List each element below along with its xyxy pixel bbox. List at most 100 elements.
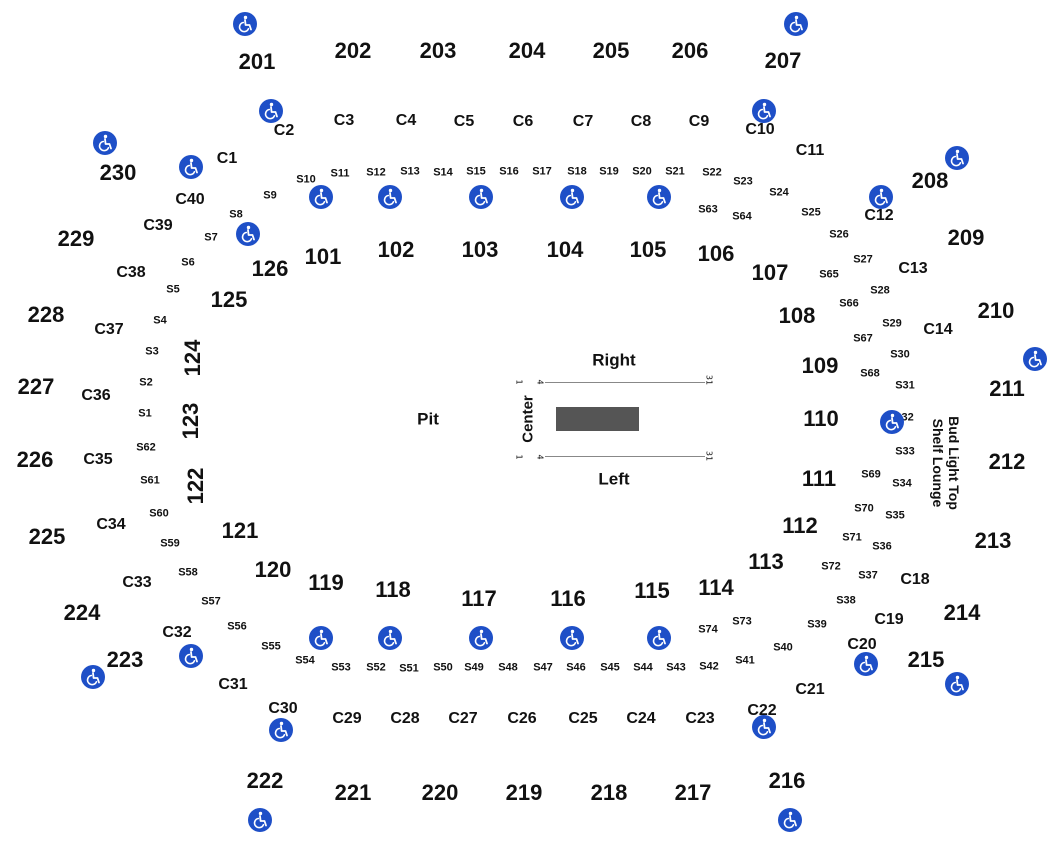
club-section-c14[interactable]: C14 <box>923 321 953 338</box>
suite-s29[interactable]: S29 <box>882 317 902 330</box>
club-section-c2[interactable]: C2 <box>273 122 295 139</box>
suite-s28[interactable]: S28 <box>870 284 890 297</box>
upper-section-219[interactable]: 219 <box>505 780 543 805</box>
suite-s52[interactable]: S52 <box>366 661 386 674</box>
suite-s58[interactable]: S58 <box>178 566 198 579</box>
suite-s73[interactable]: S73 <box>732 615 752 628</box>
lower-section-111[interactable]: 111 <box>801 466 837 491</box>
suite-s35[interactable]: S35 <box>885 509 905 522</box>
lower-section-120[interactable]: 120 <box>254 557 292 582</box>
suite-s7[interactable]: S7 <box>204 231 218 244</box>
upper-section-225[interactable]: 225 <box>28 524 66 549</box>
suite-s62[interactable]: S62 <box>136 441 156 454</box>
suite-s50[interactable]: S50 <box>433 661 453 674</box>
club-section-c12[interactable]: C12 <box>864 207 894 224</box>
suite-s47[interactable]: S47 <box>533 661 553 674</box>
lower-section-119[interactable]: 119 <box>308 570 344 595</box>
club-section-c21[interactable]: C21 <box>795 681 825 698</box>
club-section-c24[interactable]: C24 <box>626 710 656 727</box>
upper-section-210[interactable]: 210 <box>977 298 1015 323</box>
upper-section-203[interactable]: 203 <box>419 38 457 63</box>
upper-section-201[interactable]: 201 <box>238 49 276 74</box>
suite-s44[interactable]: S44 <box>633 661 653 674</box>
lower-section-106[interactable]: 106 <box>697 241 735 266</box>
upper-section-214[interactable]: 214 <box>943 600 981 625</box>
suite-s13[interactable]: S13 <box>400 165 420 178</box>
suite-s36[interactable]: S36 <box>872 540 892 553</box>
suite-s61[interactable]: S61 <box>140 474 160 487</box>
suite-s8[interactable]: S8 <box>229 208 243 221</box>
lower-section-125[interactable]: 125 <box>210 287 248 312</box>
lower-section-107[interactable]: 107 <box>751 260 789 285</box>
suite-s59[interactable]: S59 <box>160 537 180 550</box>
suite-s31[interactable]: S31 <box>895 379 915 392</box>
suite-s43[interactable]: S43 <box>666 661 686 674</box>
suite-s67[interactable]: S67 <box>853 332 873 345</box>
club-section-c26[interactable]: C26 <box>507 710 537 727</box>
suite-s68[interactable]: S68 <box>860 367 880 380</box>
upper-section-226[interactable]: 226 <box>16 447 54 472</box>
lower-section-109[interactable]: 109 <box>801 353 839 378</box>
suite-s66[interactable]: S66 <box>839 297 859 310</box>
club-section-c25[interactable]: C25 <box>568 710 598 727</box>
upper-section-204[interactable]: 204 <box>508 38 546 63</box>
lower-section-114[interactable]: 114 <box>698 575 734 600</box>
club-section-c7[interactable]: C7 <box>572 113 594 130</box>
suite-s72[interactable]: S72 <box>821 560 841 573</box>
club-section-c10[interactable]: C10 <box>745 121 775 138</box>
club-section-c37[interactable]: C37 <box>94 321 124 338</box>
suite-s54[interactable]: S54 <box>295 654 315 667</box>
suite-s60[interactable]: S60 <box>149 507 169 520</box>
upper-section-211[interactable]: 211 <box>989 376 1025 401</box>
suite-s69[interactable]: S69 <box>861 468 881 481</box>
club-section-c1[interactable]: C1 <box>216 150 238 167</box>
suite-s1[interactable]: S1 <box>138 407 152 420</box>
suite-s37[interactable]: S37 <box>858 569 878 582</box>
suite-s57[interactable]: S57 <box>201 595 221 608</box>
suite-s48[interactable]: S48 <box>498 661 518 674</box>
suite-s9[interactable]: S9 <box>263 189 277 202</box>
lower-section-115[interactable]: 115 <box>634 578 670 603</box>
club-section-c32[interactable]: C32 <box>162 624 192 641</box>
club-section-c29[interactable]: C29 <box>332 710 362 727</box>
club-section-c22[interactable]: C22 <box>747 702 777 719</box>
upper-section-216[interactable]: 216 <box>768 768 806 793</box>
club-section-c36[interactable]: C36 <box>81 387 111 404</box>
club-section-c19[interactable]: C19 <box>874 611 904 628</box>
lower-section-118[interactable]: 118 <box>375 577 411 602</box>
suite-s14[interactable]: S14 <box>433 166 453 179</box>
suite-s25[interactable]: S25 <box>801 206 821 219</box>
upper-section-213[interactable]: 213 <box>974 528 1012 553</box>
suite-s20[interactable]: S20 <box>632 165 652 178</box>
suite-s32[interactable]: S32 <box>894 411 914 424</box>
upper-section-229[interactable]: 229 <box>57 226 95 251</box>
lower-section-110[interactable]: 110 <box>803 406 839 431</box>
upper-section-206[interactable]: 206 <box>671 38 709 63</box>
club-section-c6[interactable]: C6 <box>512 113 534 130</box>
suite-s49[interactable]: S49 <box>464 661 484 674</box>
upper-section-209[interactable]: 209 <box>947 225 985 250</box>
suite-s5[interactable]: S5 <box>166 283 180 296</box>
suite-s27[interactable]: S27 <box>853 253 873 266</box>
upper-section-212[interactable]: 212 <box>988 449 1026 474</box>
club-section-c40[interactable]: C40 <box>175 191 205 208</box>
suite-s21[interactable]: S21 <box>665 165 685 178</box>
upper-section-227[interactable]: 227 <box>17 374 55 399</box>
club-section-c35[interactable]: C35 <box>83 451 113 468</box>
suite-s42[interactable]: S42 <box>699 660 719 673</box>
upper-section-230[interactable]: 230 <box>99 160 137 185</box>
upper-section-221[interactable]: 221 <box>334 780 372 805</box>
suite-s63[interactable]: S63 <box>698 203 718 216</box>
club-section-c30[interactable]: C30 <box>268 700 298 717</box>
club-section-c39[interactable]: C39 <box>143 217 173 234</box>
lower-section-108[interactable]: 108 <box>778 303 816 328</box>
suite-s17[interactable]: S17 <box>532 165 552 178</box>
suite-s41[interactable]: S41 <box>735 654 755 667</box>
club-section-c23[interactable]: C23 <box>685 710 715 727</box>
suite-s74[interactable]: S74 <box>698 623 718 636</box>
suite-s45[interactable]: S45 <box>600 661 620 674</box>
suite-s2[interactable]: S2 <box>139 376 153 389</box>
pit-label[interactable]: Pit <box>417 409 439 429</box>
suite-s39[interactable]: S39 <box>807 618 827 631</box>
suite-s11[interactable]: S11 <box>330 167 350 180</box>
